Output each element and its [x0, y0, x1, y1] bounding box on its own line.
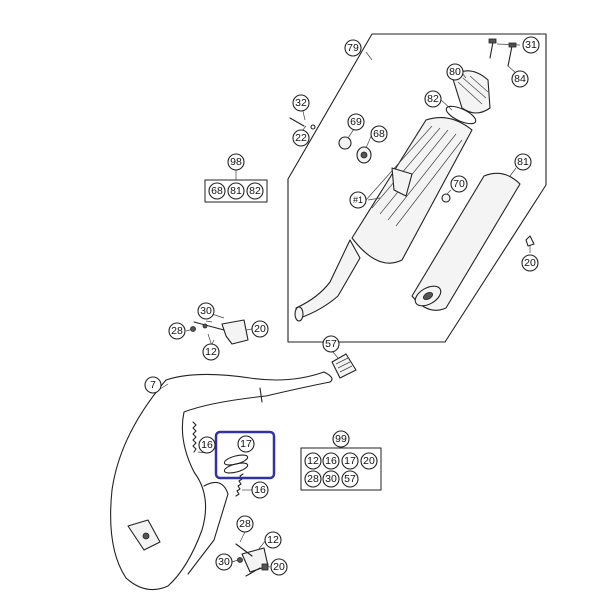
o-ring-17-parts: [223, 454, 249, 474]
callout-label: 16: [254, 484, 266, 496]
callout-69: 69: [347, 113, 365, 131]
callout-label: #1: [353, 195, 363, 205]
lower-mounting-bracket: [235, 543, 269, 577]
highlight-box: [214, 430, 276, 480]
callout-84: 84: [511, 70, 529, 88]
callout-20-mid: 20: [251, 320, 269, 338]
callout-98: 98: [227, 153, 245, 171]
sound-absorber-part: [411, 172, 521, 311]
callout-30-top: 30: [197, 302, 215, 320]
callout-99: 99: [332, 430, 350, 448]
callout-16-left: 16: [198, 436, 216, 454]
callout-28-top: 28: [168, 322, 186, 340]
callout-label: 31: [525, 39, 537, 51]
kit-99-item-12: 12: [304, 452, 322, 470]
callout-label: 57: [344, 473, 356, 485]
callout-label: 12: [205, 346, 217, 358]
rubber-part: [441, 193, 451, 203]
callout-label: 81: [230, 185, 242, 197]
callout-label: 20: [273, 561, 285, 573]
kit-99-item-30: 30: [322, 470, 340, 488]
kit-99-item-16: 16: [322, 452, 340, 470]
callout-label: 82: [249, 185, 261, 197]
upper-mounting-bracket: [190, 313, 249, 347]
callout-31: 31: [522, 36, 540, 54]
callout-label: 12: [267, 534, 279, 546]
callout-32: 32: [292, 94, 310, 112]
callout-label: 20: [363, 455, 375, 467]
silencer-body-part: [294, 117, 473, 322]
callout-30-bottom: 30: [215, 553, 233, 571]
callout-label: 28: [239, 518, 251, 530]
kit-98-item-81: 81: [227, 182, 245, 200]
end-cap-part: [451, 70, 491, 114]
callout-label: 79: [347, 42, 359, 54]
callout-70: 70: [450, 175, 468, 193]
callout-label: 84: [514, 73, 526, 85]
kit-99-item-20: 20: [360, 452, 378, 470]
callout-label: 16: [201, 439, 213, 451]
callout-label: 98: [230, 156, 242, 168]
screw-part: [289, 117, 305, 127]
callout-label: 68: [211, 185, 223, 197]
damper-rubber-part: [331, 353, 357, 379]
kit-98-item-82: 82: [246, 182, 264, 200]
callout-label: 81: [517, 156, 529, 168]
callout-68: 68: [370, 125, 388, 143]
exhaust-pipe-part: [110, 371, 333, 591]
callout-label: 30: [325, 473, 337, 485]
callout-16-right: 16: [251, 481, 269, 499]
callout-label: 17: [240, 438, 252, 450]
callout-80: 80: [446, 63, 464, 81]
callout-label: 30: [200, 305, 212, 317]
clip-part: [525, 235, 535, 247]
callout-label: 82: [427, 93, 439, 105]
callout-label: 16: [325, 455, 337, 467]
callout-label: 20: [254, 323, 266, 335]
kit-98-item-68: 68: [208, 182, 226, 200]
callout-label: 32: [295, 97, 307, 109]
callout-20-top: 20: [521, 254, 539, 272]
callout-label: 22: [295, 132, 307, 144]
bolt-parts: [488, 38, 521, 75]
callout-57: 57: [322, 335, 340, 353]
callout-label: 80: [449, 66, 461, 78]
callout-81: 81: [514, 153, 532, 171]
callout-20-bottom: 20: [270, 558, 288, 576]
callout-label: 17: [344, 455, 356, 467]
callout-17: 17: [237, 435, 255, 453]
callout-label: 28: [171, 325, 183, 337]
kit-99-item-28: 28: [304, 470, 322, 488]
o-ring-part: [445, 105, 477, 125]
callout-12-top: 12: [202, 343, 220, 361]
callout-label: 70: [453, 178, 465, 190]
callout-label: 7: [150, 379, 156, 391]
callout-22: 22: [292, 129, 310, 147]
callout-silencer-1: #1: [349, 191, 367, 209]
callout-label: 69: [350, 116, 362, 128]
callout-79: 79: [344, 39, 362, 57]
callout-label: 99: [335, 433, 347, 445]
washer-parts: [338, 136, 372, 164]
callout-label: 28: [307, 473, 319, 485]
callout-12-bottom: 12: [264, 531, 282, 549]
kit-99-item-17: 17: [341, 452, 359, 470]
kit-99-item-57: 57: [341, 470, 359, 488]
callout-28-bottom: 28: [236, 515, 254, 533]
callout-82: 82: [424, 90, 442, 108]
callout-label: 12: [307, 455, 319, 467]
callout-label: 68: [373, 128, 385, 140]
silencer-assembly-outline: [287, 33, 547, 343]
callout-label: 30: [218, 556, 230, 568]
callout-7: 7: [144, 376, 162, 394]
callout-label: 20: [524, 257, 536, 269]
callout-label: 57: [325, 338, 337, 350]
